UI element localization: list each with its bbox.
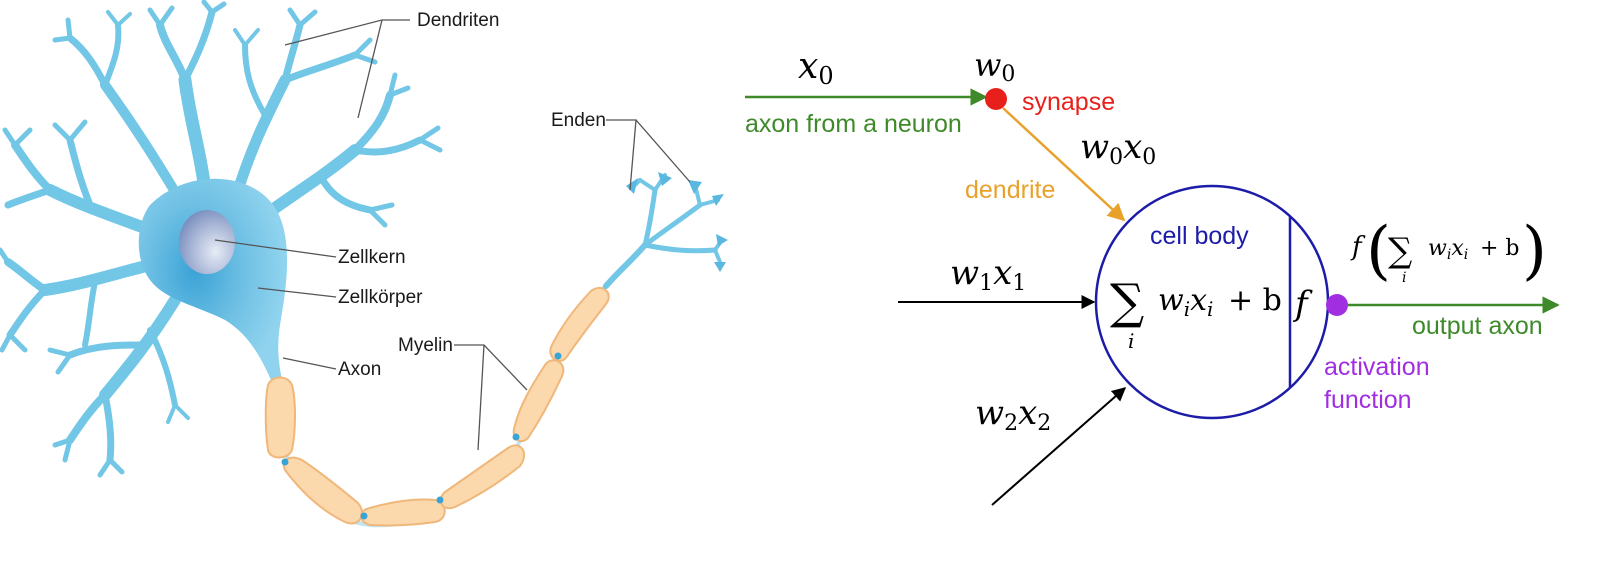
cell-body-shape xyxy=(138,178,288,382)
x0-symbol: x0 xyxy=(798,46,834,90)
activation-f: f xyxy=(1292,284,1313,324)
label-axon: Axon xyxy=(338,359,381,380)
axon-from-neuron-label: axon from a neuron xyxy=(745,110,962,138)
function-label: function xyxy=(1324,386,1412,414)
output-plus-bias: + b xyxy=(1480,236,1520,261)
output-axon-label: output axon xyxy=(1412,312,1543,340)
dendrite-arrow xyxy=(1002,107,1126,222)
biological-neuron: Dendriten Zellkern Zellkörper Axon Myeli… xyxy=(0,0,728,528)
activation-dot xyxy=(1326,294,1348,316)
w0x0-product: w0x0 xyxy=(1080,127,1156,170)
axon-terminals xyxy=(603,173,724,289)
output-formula: f ( ∑ i wixi + b ) xyxy=(1350,214,1547,288)
output-lparen: ( xyxy=(1366,214,1391,288)
synapse-dot xyxy=(985,88,1007,110)
output-f: f xyxy=(1350,232,1366,262)
label-myelin: Myelin xyxy=(398,335,453,356)
w2x2-product: w2x2 xyxy=(975,393,1051,436)
activation-label: activation xyxy=(1324,353,1430,381)
output-rparen: ) xyxy=(1522,214,1547,288)
weighted-sum-formula: ∑ i wixi + b f xyxy=(1110,274,1313,353)
w1x1-product: w1x1 xyxy=(950,253,1026,296)
neuron-leader-lines xyxy=(214,19,691,451)
label-dendriten: Dendriten xyxy=(417,10,499,31)
dendrites xyxy=(0,0,443,478)
cell-body-label: cell body xyxy=(1150,222,1249,250)
label-enden: Enden xyxy=(551,110,606,131)
sum-terms: wixi xyxy=(1158,283,1213,321)
input-w2x2-arrow xyxy=(991,387,1127,506)
sum-sign: ∑ xyxy=(1110,274,1144,330)
synapse-label: synapse xyxy=(1022,88,1115,116)
sum-index: i xyxy=(1128,329,1134,353)
dendrite-label: dendrite xyxy=(965,176,1055,204)
myelin-sheath xyxy=(264,278,614,528)
w0-symbol: w0 xyxy=(974,46,1015,87)
artificial-neuron-model: x0 w0 synapse axon from a neuron w0x0 de… xyxy=(745,46,1560,506)
output-sum-sign: ∑ xyxy=(1388,231,1412,271)
plus-bias: + b xyxy=(1228,283,1282,318)
label-zellkoerper: Zellkörper xyxy=(338,287,423,308)
nucleus-shape xyxy=(179,210,235,274)
output-sum-terms: wixi xyxy=(1428,236,1468,263)
terminal-buttons xyxy=(626,172,728,272)
label-zellkern: Zellkern xyxy=(338,247,406,268)
output-sum-index: i xyxy=(1402,270,1406,286)
